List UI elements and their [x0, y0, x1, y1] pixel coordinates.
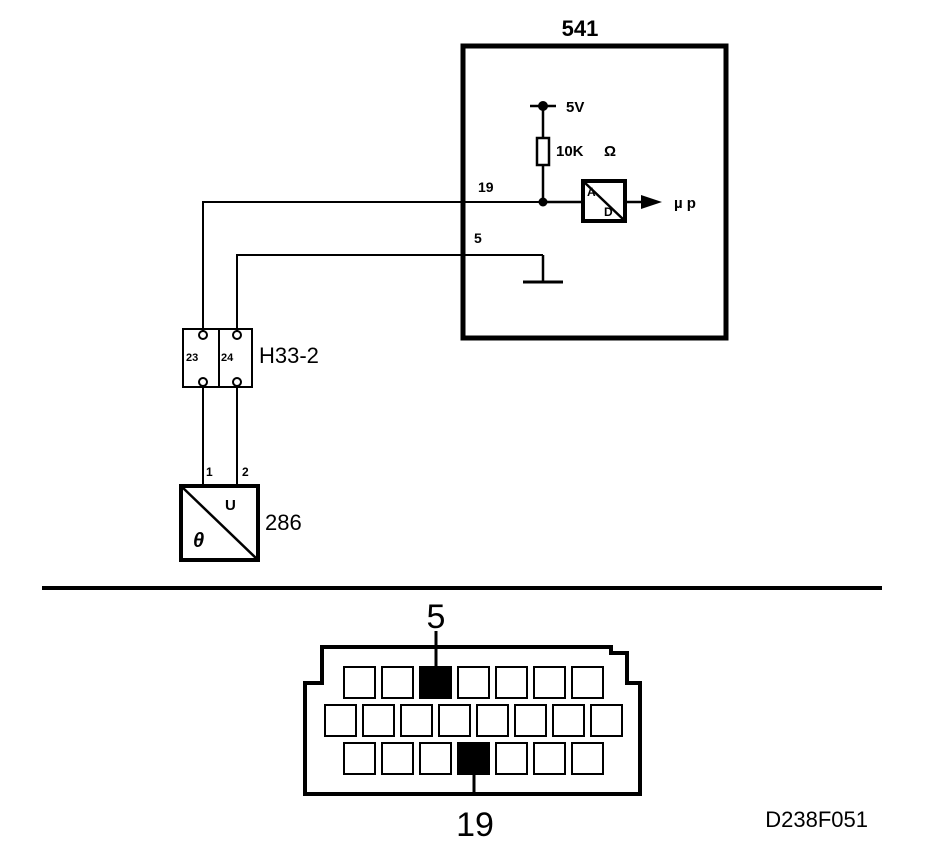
connector-housing-outline	[303, 645, 642, 796]
pin-cavity-highlighted	[419, 666, 452, 699]
sensor-input-symbol: θ	[193, 530, 204, 552]
sensor-pin-2-label: 2	[242, 465, 249, 479]
pullup-resistor	[535, 136, 551, 167]
figure-code: D238F051	[765, 807, 868, 832]
signal-wire-19	[202, 201, 543, 331]
pin-cavity	[343, 666, 376, 699]
resistor-value-label: 10K	[556, 143, 584, 160]
ad-output-label: D	[604, 205, 613, 219]
pin-cavity	[571, 666, 604, 699]
pin-cavity	[495, 742, 528, 775]
temperature-sensor-286	[179, 484, 260, 562]
pin-cavity	[438, 704, 471, 737]
ecu-541-box	[460, 43, 729, 341]
pin-cavity	[590, 704, 623, 737]
pin-cavity	[343, 742, 376, 775]
resistor-unit-label: Ω	[604, 143, 616, 160]
sensor-286-label: 286	[265, 510, 302, 535]
pin-cavity	[495, 666, 528, 699]
output-arrow-icon	[641, 195, 662, 209]
ecu-541-label: 541	[562, 16, 599, 41]
pinout-label-19: 19	[456, 806, 494, 844]
connector-pin-grid	[324, 666, 623, 775]
sensor-pin-1-label: 1	[206, 465, 213, 479]
pin-5-label: 5	[474, 230, 482, 246]
supply-voltage-label: 5V	[566, 99, 584, 116]
pin-cavity	[381, 742, 414, 775]
pin-cavity	[324, 704, 357, 737]
pin-cavity	[533, 742, 566, 775]
ground-wire-5	[236, 254, 543, 331]
connector-pin-24-label: 24	[221, 352, 234, 364]
connector-h33-2-label: H33-2	[259, 343, 319, 368]
pin-cavity	[457, 666, 490, 699]
pin-cavity	[514, 704, 547, 737]
microprocessor-label: µ p	[674, 195, 696, 212]
pin-19-label: 19	[478, 179, 494, 195]
pinout-label-5: 5	[427, 598, 446, 636]
pin-cavity	[419, 742, 452, 775]
ad-input-label: A	[587, 185, 596, 199]
pin-cavity	[400, 704, 433, 737]
pin-cavity	[362, 704, 395, 737]
pin-cavity	[533, 666, 566, 699]
pin-cavity	[381, 666, 414, 699]
connector-pin-23-label: 23	[186, 352, 198, 364]
connector-pin-24	[218, 328, 253, 388]
pin-cavity	[571, 742, 604, 775]
sensor-output-symbol: U	[225, 497, 236, 514]
pin-cavity	[552, 704, 585, 737]
pin-cavity	[476, 704, 509, 737]
